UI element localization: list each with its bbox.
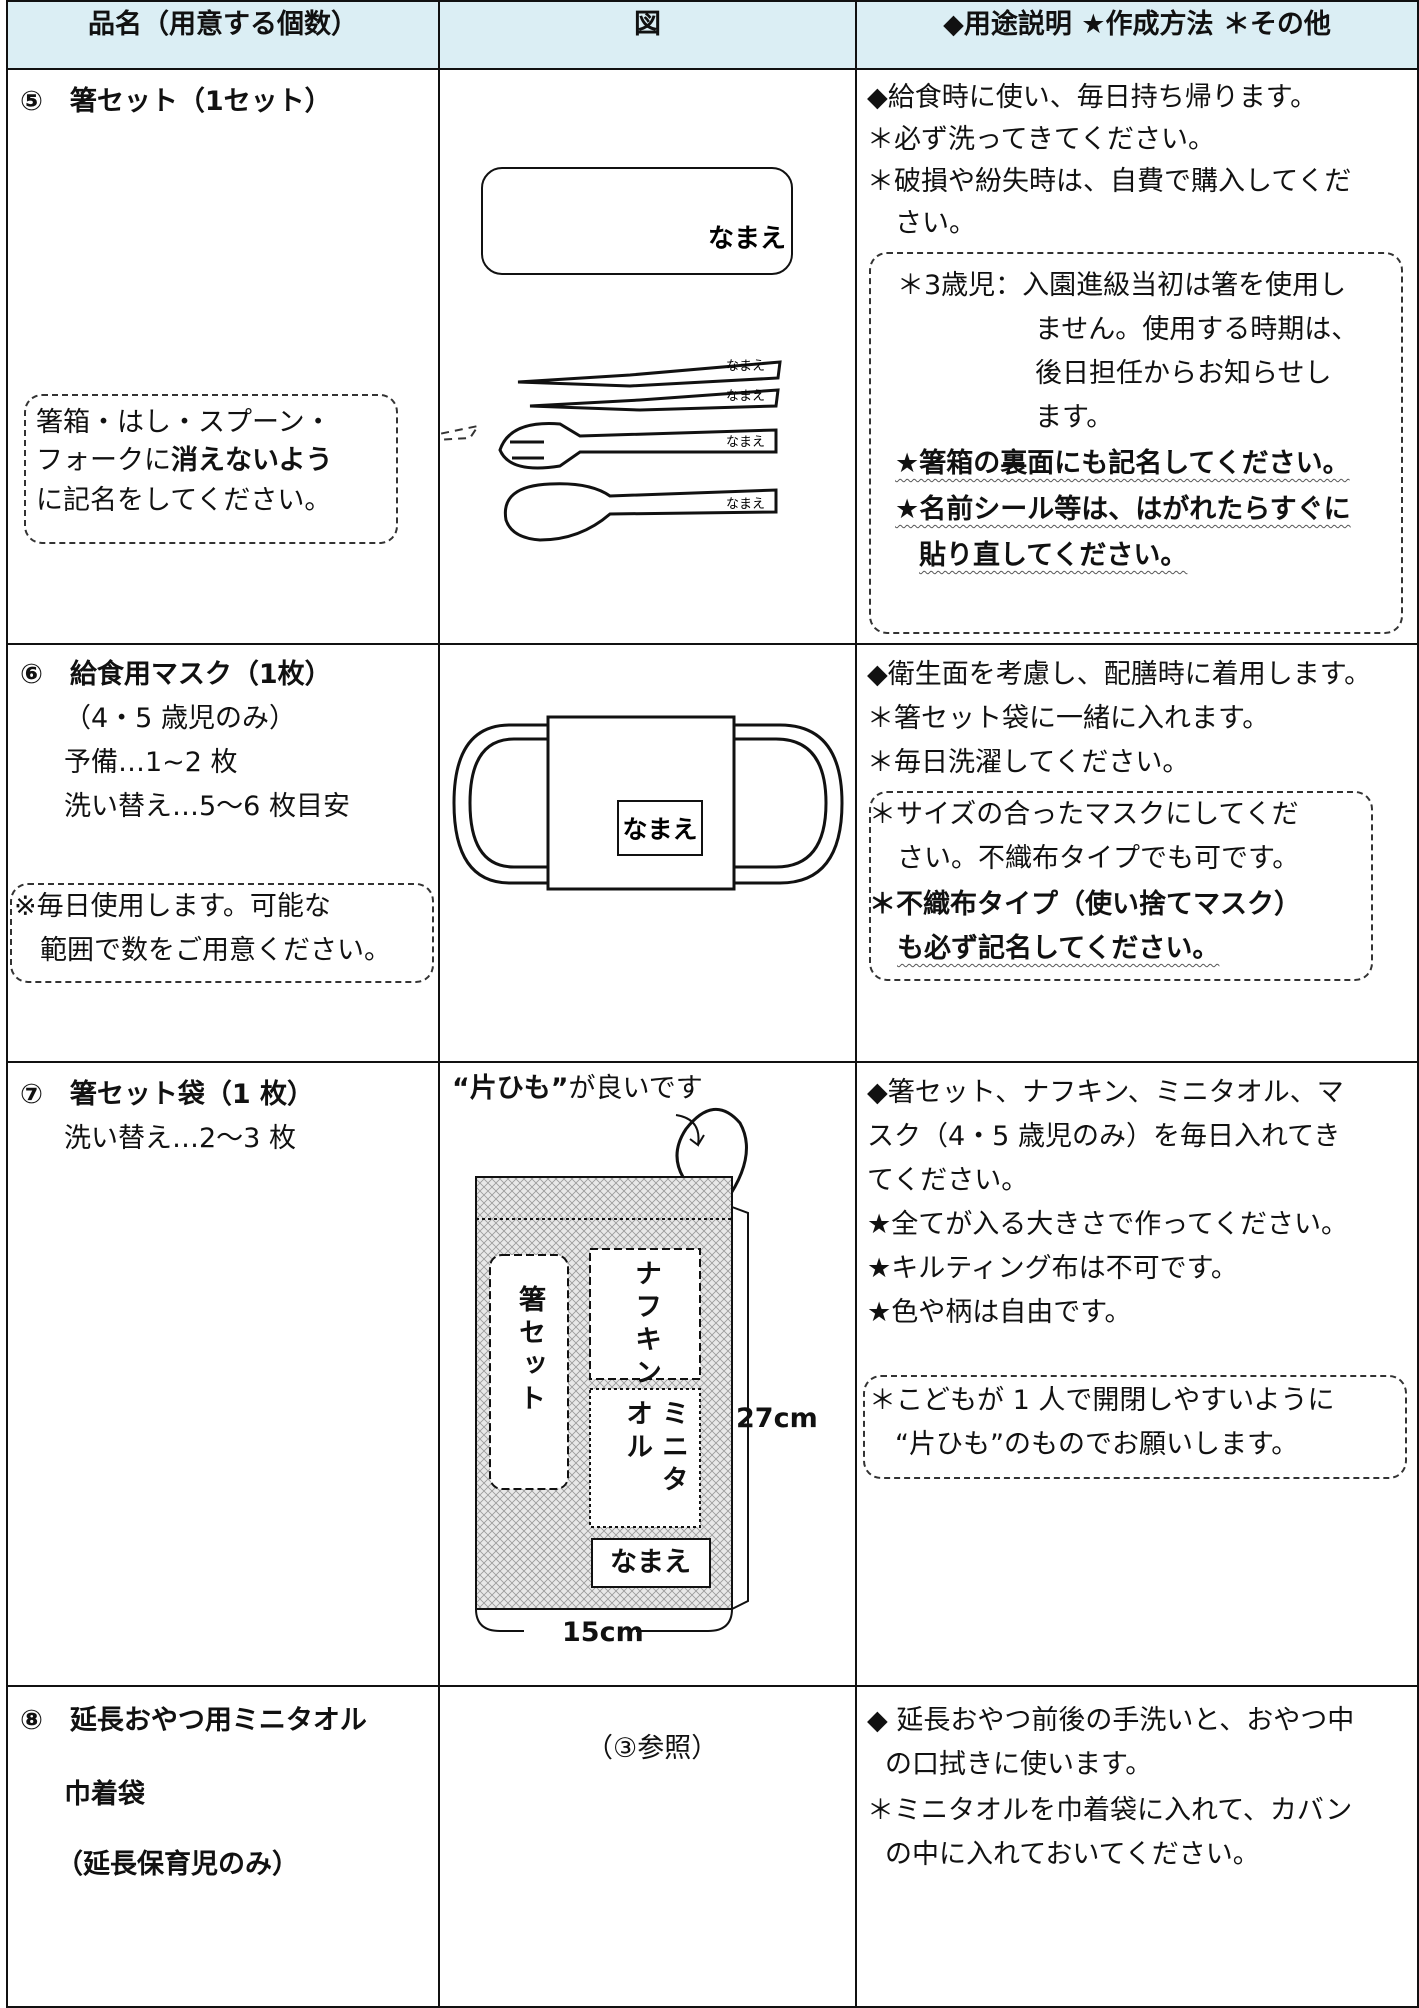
header-description: ◆用途説明 ★作成方法 ＊その他: [855, 0, 1419, 70]
desc-line: てください。: [867, 1165, 1029, 1196]
desc-line: ★キルティング布は不可です。: [867, 1253, 1238, 1284]
mask-illustration: なまえ: [452, 715, 844, 891]
note-line: ＊不織布タイプ（使い捨てマスク）: [869, 889, 1301, 920]
utensil-name-label: なまえ: [726, 389, 765, 404]
box-name-label: なまえ: [708, 224, 786, 254]
note-line: ＊3歳児：入園進級当初は箸を使用し: [897, 270, 1347, 301]
fork-icon: [498, 422, 778, 470]
cell-pouch-name: ⑧ 延長おやつ用ミニタオル 巾着袋 （延長保育児のみ）: [6, 1685, 440, 2008]
mask-name-label: なまえ: [622, 815, 697, 844]
desc-line: ◆ 延長おやつ前後の手洗いと、おやつ中: [867, 1705, 1355, 1736]
figure-caption: “片ひも”が良いです: [452, 1073, 703, 1104]
cell-chopstick-set-figure: なまえ なまえ なまえ なまえ なまえ: [438, 68, 857, 645]
desc-line: ★色や柄は自由です。: [867, 1297, 1132, 1328]
desc-line: ＊ミニタオルを巾着袋に入れて、カバン: [867, 1795, 1353, 1826]
note-box: [869, 252, 1403, 634]
note-line: ＊サイズの合ったマスクにしてくだ: [869, 799, 1299, 830]
cell-pouch-description: ◆ 延長おやつ前後の手洗いと、おやつ中 の口拭きに使います。 ＊ミニタオルを巾着…: [855, 1685, 1419, 2008]
table-row-chopstick-set: ⑤ 箸セット（1セット） 箸箱・はし・スプーン・ フォークに消えないよう に記名…: [6, 68, 1419, 645]
table-row-mini-towel-pouch: ⑧ 延長おやつ用ミニタオル 巾着袋 （延長保育児のみ） （③参照） ◆ 延長おや…: [6, 1685, 1419, 2008]
bag-illustration: [475, 1107, 749, 1632]
utensil-name-label: なまえ: [726, 497, 765, 512]
chopstick-box-icon: [481, 167, 793, 275]
chopstick-icon: [517, 360, 782, 388]
note-line: ＊こどもが 1 人で開閉しやすいように: [869, 1385, 1335, 1416]
cell-mask-figure: なまえ: [438, 643, 857, 1063]
callout-line: に記名をしてください。: [36, 485, 332, 516]
note-box: [863, 1375, 1407, 1479]
note-line: 貼り直してください。: [919, 540, 1188, 571]
item-title: ⑦ 箸セット袋（1 枚）: [20, 1079, 315, 1110]
note-line: “片ひも”のものでお願いします。: [895, 1429, 1299, 1460]
pocket-label-mini-towel: ミニタオル: [621, 1399, 688, 1498]
figure-reference: （③参照）: [586, 1733, 719, 1764]
note-line: ★箸箱の裏面にも記名してください。: [895, 448, 1350, 479]
chopstick-icon: [529, 388, 780, 412]
desc-line: ＊必ず洗ってきてください。: [867, 124, 1216, 155]
desc-line: の口拭きに使います。: [885, 1749, 1153, 1780]
desc-line: ◆箸セット、ナフキン、ミニタオル、マ: [867, 1077, 1344, 1108]
utensil-name-label: なまえ: [726, 359, 765, 374]
desc-line: ★全てが入る大きさで作ってください。: [867, 1209, 1349, 1240]
desc-line: ＊毎日洗濯してください。: [867, 747, 1190, 778]
item-title: （延長保育児のみ）: [56, 1849, 299, 1880]
callout-line: 箸箱・はし・スプーン・: [36, 407, 332, 438]
note-line: も必ず記名してください。: [897, 933, 1220, 964]
note-box: [869, 791, 1373, 981]
item-title: ⑧ 延長おやつ用ミニタオル: [20, 1705, 367, 1736]
desc-line: ＊破損や紛失時は、自費で購入してくだ: [867, 166, 1352, 197]
height-dimension-label: 27cm: [736, 1403, 818, 1434]
desc-line: ＊箸セット袋に一緒に入れます。: [867, 703, 1270, 734]
header-row: 品名（用意する個数） 図 ◆用途説明 ★作成方法 ＊その他: [6, 0, 1419, 70]
note-line: 範囲で数をご用意ください。: [40, 935, 391, 966]
callout-box: [24, 394, 398, 544]
note-line: 後日担任からお知らせし: [1035, 358, 1332, 389]
item-title: ⑥ 給食用マスク（1枚）: [20, 659, 332, 690]
item-title: 巾着袋: [64, 1779, 145, 1810]
bag-name-label: なまえ: [610, 1547, 691, 1578]
header-item-name: 品名（用意する個数）: [6, 0, 440, 70]
note-box: [10, 883, 434, 983]
cell-chopstick-set-name: ⑤ 箸セット（1セット） 箸箱・はし・スプーン・ フォークに消えないよう に記名…: [6, 68, 440, 645]
cell-bag-name: ⑦ 箸セット袋（1 枚） 洗い替え…2～3 枚: [6, 1061, 440, 1687]
spoon-icon: [503, 482, 778, 542]
pocket-label-napkin: ナフキン: [630, 1259, 661, 1391]
cell-chopstick-set-description: ◆給食時に使い、毎日持ち帰ります。 ＊必ず洗ってきてください。 ＊破損や紛失時は…: [855, 68, 1419, 645]
item-line: （4・5 歳児のみ）: [64, 703, 296, 734]
note-line: さい。不織布タイプでも可です。: [897, 843, 1300, 874]
requirements-sheet: 品名（用意する個数） 図 ◆用途説明 ★作成方法 ＊その他 ⑤ 箸セット（1セッ…: [6, 0, 1419, 2008]
note-line: ます。: [1035, 402, 1114, 433]
note-line: ★名前シール等は、はがれたらすぐに: [895, 494, 1351, 525]
width-dimension-label: 15cm: [562, 1617, 644, 1648]
item-title: ⑤ 箸セット（1セット）: [20, 86, 332, 117]
utensil-name-label: なまえ: [726, 435, 765, 450]
cell-mask-description: ◆衛生面を考慮し、配膳時に着用します。 ＊箸セット袋に一緒に入れます。 ＊毎日洗…: [855, 643, 1419, 1063]
desc-line: ◆給食時に使い、毎日持ち帰ります。: [867, 82, 1318, 113]
items-table: 品名（用意する個数） 図 ◆用途説明 ★作成方法 ＊その他 ⑤ 箸セット（1セッ…: [6, 0, 1419, 2008]
cell-bag-figure: “片ひも”が良いです: [438, 1061, 857, 1687]
item-line: 洗い替え…2～3 枚: [64, 1123, 296, 1154]
cell-pouch-figure: （③参照）: [438, 1685, 857, 2008]
cell-mask-name: ⑥ 給食用マスク（1枚） （4・5 歳児のみ） 予備…1~2 枚 洗い替え…5～…: [6, 643, 440, 1063]
note-line: ません。使用する時期は、: [1035, 314, 1359, 345]
header-figure: 図: [438, 0, 857, 70]
table-row-chopstick-bag: ⑦ 箸セット袋（1 枚） 洗い替え…2～3 枚 “片ひも”が良いです: [6, 1061, 1419, 1687]
callout-line: フォークに消えないよう: [36, 445, 333, 476]
item-line: 洗い替え…5～6 枚目安: [64, 791, 350, 822]
desc-line: ◆衛生面を考慮し、配膳時に着用します。: [867, 659, 1372, 690]
desc-line: の中に入れておいてください。: [885, 1839, 1260, 1870]
desc-line: さい。: [895, 208, 976, 239]
chopstick-set-illustration: なまえ なまえ なまえ なまえ なまえ: [440, 167, 793, 542]
cell-bag-description: ◆箸セット、ナフキン、ミニタオル、マ スク（4・5 歳児のみ）を毎日入れてき て…: [855, 1061, 1419, 1687]
item-line: 予備…1~2 枚: [64, 747, 238, 778]
note-line: ※毎日使用します。可能な: [14, 891, 331, 922]
table-row-mask: ⑥ 給食用マスク（1枚） （4・5 歳児のみ） 予備…1~2 枚 洗い替え…5～…: [6, 643, 1419, 1063]
desc-line: スク（4・5 歳児のみ）を毎日入れてき: [867, 1121, 1341, 1152]
pocket-label-chopstick-set: 箸セット: [514, 1285, 545, 1417]
